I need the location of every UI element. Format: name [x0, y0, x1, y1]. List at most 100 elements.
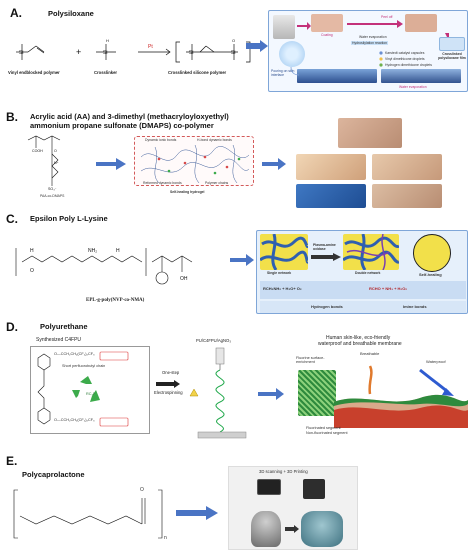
panel-e: E. Polycaprolactone O n 3D scanning + 3D…: [0, 452, 475, 550]
hydrogel-label: Self-healing hydrogel: [170, 190, 205, 194]
panel-d-title: Polyurethane: [40, 322, 88, 331]
panel-b: B. Acrylic acid (AA) and 3-dimethyl (met…: [0, 106, 475, 208]
panel-c: C. Epsilon Poly L-Lysine H O NH₂ H OH EP…: [0, 210, 475, 315]
panel-a-process-arrows: [290, 20, 449, 76]
pouring-label: Pouring on skin interface: [271, 69, 295, 77]
fluorine-label: Fluorine surface-enrichment: [296, 356, 325, 364]
equation-1: RCH₂NH₂ + H₂O+ O₂: [263, 286, 302, 291]
panel-b-letter: B.: [6, 110, 18, 124]
panel-c-network-box: Single network Double network Plasma-ami…: [256, 230, 468, 314]
panel-b-title-2: ammonium propane sulfonate (DMAPS) co-po…: [30, 121, 214, 130]
synth-box: [30, 346, 150, 434]
panel-d: D. Polyurethane Synthesized C4FPU O—CCH₂…: [0, 318, 475, 448]
panel-b-arrow-2: [262, 158, 286, 170]
dyn-label-1: Dynamic ionic bonds: [145, 138, 177, 142]
finger-photo-bot-1: [296, 184, 366, 208]
nose-model-gray: [251, 511, 281, 547]
svg-text:N⁺: N⁺: [54, 161, 59, 165]
panel-d-arrow-2: [258, 388, 284, 400]
svg-text:Si: Si: [19, 50, 23, 56]
finger-photo-bot-2: [372, 184, 442, 208]
panel-b-arrow: [96, 158, 126, 170]
selfheal-label: Self-healing: [419, 272, 442, 277]
svg-text:NH₂: NH₂: [88, 248, 97, 254]
svg-text:Si: Si: [189, 50, 193, 56]
single-network: [260, 234, 308, 270]
svg-text:O: O: [232, 38, 235, 43]
synth-label: Synthesized C4FPU: [36, 337, 82, 343]
panel-a-arrow: [246, 40, 268, 52]
equation-2: RCHO + NH₃ + H₂O₂: [369, 286, 408, 291]
svg-text:Si: Si: [103, 50, 107, 56]
fluorinated-label: Fluorinated segment: [306, 426, 341, 430]
svg-text:O: O: [30, 268, 34, 274]
coating-label: Coating: [321, 33, 333, 37]
plasma-arrow: [311, 253, 341, 261]
printer-icon: [303, 479, 325, 499]
onestep-label: One-step: [162, 370, 180, 375]
panel-e-title: Polycaprolactone: [22, 470, 85, 479]
pcl-structure: [13, 489, 163, 539]
svg-text:Si: Si: [231, 50, 235, 56]
monitor-icon: [257, 479, 281, 495]
legend-1: Karstedt catalyst capsules: [385, 51, 425, 55]
dyn-label-3: Reformed dynamic bonds: [143, 181, 182, 185]
crosslinker-label: Crosslinker: [94, 70, 118, 75]
single-label: Single network: [267, 271, 292, 275]
paa-label: PAA-co-DMAPS: [40, 194, 65, 198]
bonds-strip: [260, 301, 466, 313]
selfheal-circle: [413, 234, 451, 272]
crosslinked-label: Crosslinked silicone polymer: [168, 70, 227, 75]
pcl-o-label: O: [140, 487, 144, 493]
paa-structure: COOH O N⁺ SO₃⁻: [27, 135, 61, 191]
skin-interface-2: [381, 69, 461, 83]
panel-e-arrow: [176, 506, 218, 520]
double-network: [343, 234, 399, 270]
nose-model-printed: [301, 511, 343, 547]
finger-photo-top: [338, 118, 402, 148]
breathable-label: Breathable: [360, 351, 380, 356]
printing-arrow: [285, 525, 299, 533]
jar-photo: [273, 15, 295, 39]
hydrosilylation-label: Hydrosilylation reaction: [351, 41, 389, 45]
dyn-label-4: Polymer chains: [205, 181, 229, 185]
double-label: Double network: [355, 271, 381, 275]
membrane-fibers: [298, 370, 336, 416]
pcl-n-label: n: [164, 535, 167, 541]
scan-label: 3D scanning + 3D Printing: [259, 469, 308, 474]
rcf-label: RC₃F: [86, 392, 96, 396]
legend-3: Hydrogen dimethicone droplets: [385, 63, 432, 67]
panel-a-letter: A.: [10, 6, 22, 20]
pt-label: Pt: [148, 44, 153, 50]
electrospin-device: [189, 347, 247, 439]
equation-strip: [260, 281, 466, 299]
panel-a-reaction: Si Si Si Si + H O Pt: [16, 38, 251, 63]
panel-a-title: Polysiloxane: [48, 9, 94, 18]
f2-label: O—CCH₂CH₂(CF₂)₂CF₃: [54, 418, 95, 422]
svg-text:+: +: [76, 47, 81, 57]
panel-b-title-1: Acrylic acid (AA) and 3-dimethyl (methac…: [30, 112, 229, 121]
skin-peel-photo: [405, 14, 437, 32]
imine-label: Imine bonds: [403, 304, 427, 309]
epl-label: EPL-g-poly(NVP-co-NMA): [86, 298, 145, 303]
hydrogel-network: [140, 144, 250, 184]
electro-label: Electrospinning: [154, 390, 183, 395]
f1-label: O—CCH₂CH₂(CF₂)₂CF₃: [54, 352, 95, 356]
svg-text:H: H: [106, 38, 109, 43]
svg-text:O: O: [54, 149, 57, 153]
panel-c-letter: C.: [6, 212, 18, 226]
droplets-circle: [279, 41, 305, 67]
epl-structure: H O NH₂ H OH: [15, 248, 193, 285]
svg-text:OH: OH: [180, 276, 188, 282]
finger-photo-mid-2: [372, 154, 442, 180]
panel-a: A. Polysiloxane Si Si: [0, 0, 475, 100]
c4fpu-structure: [37, 351, 129, 427]
panel-d-arrow-1: [156, 380, 180, 388]
peel-off-label: Peel off: [381, 15, 393, 19]
short-chain-label: Short perfluorobutyl chain: [62, 364, 106, 368]
finger-photo-mid-1: [296, 154, 366, 180]
panel-e-letter: E.: [6, 454, 18, 468]
hbond-label: Hydrogen bonds: [311, 304, 343, 309]
skin-coating-photo: [311, 14, 343, 32]
svg-text:H: H: [116, 248, 120, 254]
